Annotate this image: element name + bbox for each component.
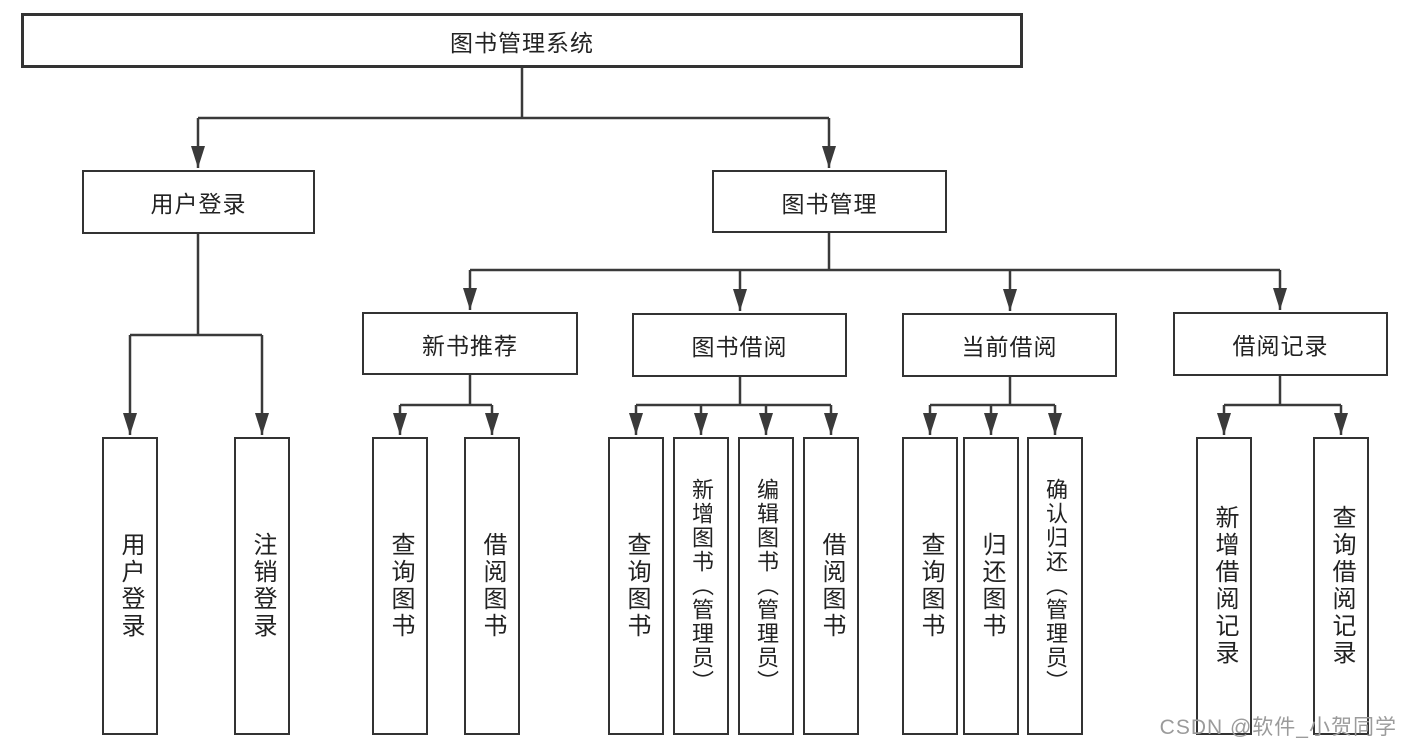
edge-group (123, 68, 1348, 435)
leaf-bb-add-book-label: 新增图书（管理员） (689, 478, 714, 694)
leaf-nb-query-book: 查询图书 (372, 437, 428, 735)
node-current-borrow-label: 当前借阅 (961, 334, 1058, 360)
leaf-br-query-record: 查询借阅记录 (1313, 437, 1369, 735)
leaf-cb-confirm-return: 确认归还（管理员） (1027, 437, 1083, 735)
leaf-cb-confirm-return-label: 确认归还（管理员） (1043, 478, 1068, 694)
node-user-login: 用户登录 (82, 170, 315, 234)
node-book-management-label: 图书管理 (781, 190, 878, 217)
leaf-br-add-record-label: 新增借阅记录 (1211, 505, 1238, 667)
leaf-bb-query-book-label: 查询图书 (623, 532, 650, 640)
node-borrow-records: 借阅记录 (1173, 312, 1388, 376)
node-book-management: 图书管理 (712, 170, 947, 233)
leaf-bb-borrow-book-label: 借阅图书 (818, 532, 845, 640)
node-root: 图书管理系统 (21, 13, 1023, 68)
node-current-borrow: 当前借阅 (902, 313, 1117, 377)
leaf-bb-borrow-book: 借阅图书 (803, 437, 859, 735)
leaf-nb-borrow-book: 借阅图书 (464, 437, 520, 735)
leaf-logout: 注销登录 (234, 437, 290, 735)
node-book-borrow-label: 图书借阅 (691, 334, 788, 360)
node-root-label: 图书管理系统 (450, 29, 594, 56)
csdn-watermark: CSDN @软件_小贺同学 (1159, 716, 1397, 739)
leaf-bb-edit-book: 编辑图书（管理员） (738, 437, 794, 735)
leaf-cb-query-book-label: 查询图书 (917, 532, 944, 640)
leaf-cb-return-book: 归还图书 (963, 437, 1019, 735)
node-book-borrow: 图书借阅 (632, 313, 847, 377)
leaf-user-login: 用户登录 (102, 437, 158, 735)
leaf-br-query-record-label: 查询借阅记录 (1328, 505, 1355, 667)
leaf-bb-add-book: 新增图书（管理员） (673, 437, 729, 735)
leaf-cb-query-book: 查询图书 (902, 437, 958, 735)
node-new-book-recommend-label: 新书推荐 (422, 332, 518, 359)
leaf-bb-edit-book-label: 编辑图书（管理员） (754, 478, 779, 694)
leaf-cb-return-book-label: 归还图书 (978, 532, 1005, 640)
node-borrow-records-label: 借阅记录 (1232, 333, 1329, 359)
node-new-book-recommend: 新书推荐 (362, 312, 578, 375)
leaf-br-add-record: 新增借阅记录 (1196, 437, 1252, 735)
leaf-nb-query-book-label: 查询图书 (387, 532, 414, 640)
leaf-nb-borrow-book-label: 借阅图书 (479, 532, 506, 640)
leaf-logout-label: 注销登录 (249, 532, 276, 640)
node-user-login-label: 用户登录 (150, 191, 247, 217)
leaf-user-login-label: 用户登录 (117, 532, 144, 640)
leaf-bb-query-book: 查询图书 (608, 437, 664, 735)
